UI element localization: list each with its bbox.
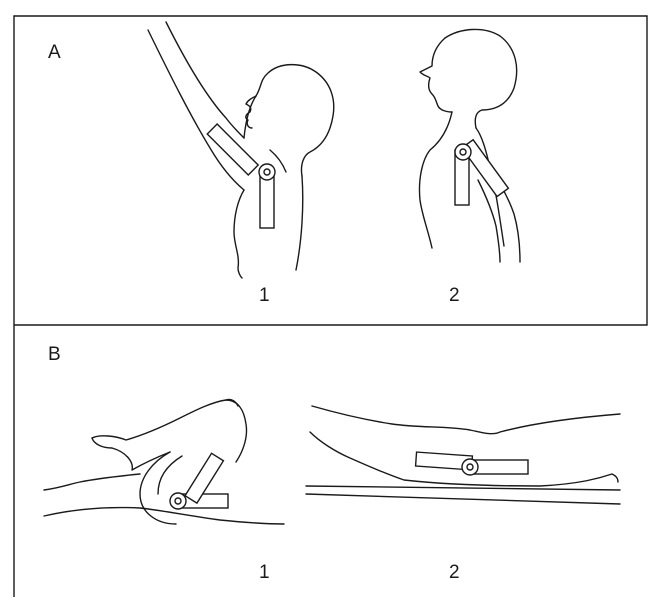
panel-b-label: B (48, 345, 61, 364)
goniometer-moving-arm (470, 460, 528, 474)
panel-a-figure-1 (148, 22, 334, 278)
panel-b-figure-2-label: 2 (449, 563, 460, 582)
panel-b-figure-1 (44, 399, 284, 524)
figure-border (14, 16, 647, 597)
goniometer-moving-arm (207, 124, 258, 175)
panel-a-figure-2-label: 2 (449, 286, 460, 305)
panel-a-figure-2 (419, 29, 520, 262)
panel-b-figure-1-label: 1 (259, 563, 270, 582)
panel-b-figure-2 (306, 406, 620, 504)
panel-a-figure-1-label: 1 (259, 286, 270, 305)
panel-a-label: A (48, 43, 61, 62)
